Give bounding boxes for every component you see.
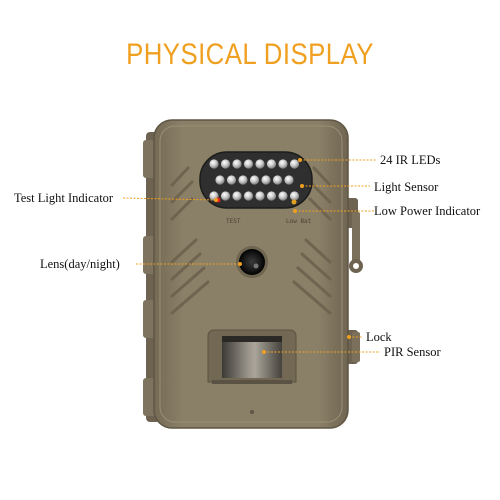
right-grooves	[292, 166, 332, 315]
label-lens: Lens(day/night)	[40, 257, 120, 271]
page-title: PHYSICAL DISPLAY	[126, 38, 374, 71]
ir-led	[289, 159, 300, 169]
label-test-light-indicator: Test Light Indicator	[14, 191, 114, 205]
lens	[239, 249, 265, 275]
ir-led	[226, 175, 237, 185]
label-light-sensor: Light Sensor	[374, 180, 439, 194]
ir-led	[284, 175, 294, 185]
ir-led	[289, 191, 300, 201]
callout-lines	[122, 159, 380, 353]
test-text: TEST	[226, 218, 241, 225]
ir-led	[278, 191, 288, 201]
label-lock: Lock	[366, 330, 392, 344]
ir-led-array	[209, 159, 300, 201]
ir-led	[232, 159, 242, 169]
ir-led	[255, 191, 265, 201]
label-low-power-indicator: Low Power Indicator	[374, 204, 481, 218]
ir-led	[232, 191, 242, 201]
ir-led	[266, 191, 277, 201]
ir-led	[249, 175, 260, 185]
ir-led	[220, 159, 231, 169]
ir-led	[238, 175, 248, 185]
ir-led	[261, 175, 271, 185]
ir-led	[220, 191, 231, 201]
low-bat-text: Low Bat	[286, 218, 312, 225]
ir-led	[243, 191, 254, 201]
pir-sensor	[222, 336, 282, 378]
ir-led	[266, 159, 277, 169]
ir-led	[215, 175, 225, 185]
label-pir-sensor: PIR Sensor	[384, 345, 441, 359]
ir-led	[272, 175, 283, 185]
ir-led	[278, 159, 288, 169]
callout-dots	[214, 158, 351, 354]
ir-led	[255, 159, 265, 169]
ir-led	[209, 159, 219, 169]
low-power-indicator	[291, 199, 297, 205]
left-grooves	[170, 166, 210, 315]
label-ir-leds: 24 IR LEDs	[380, 153, 441, 167]
ir-led	[243, 159, 254, 169]
